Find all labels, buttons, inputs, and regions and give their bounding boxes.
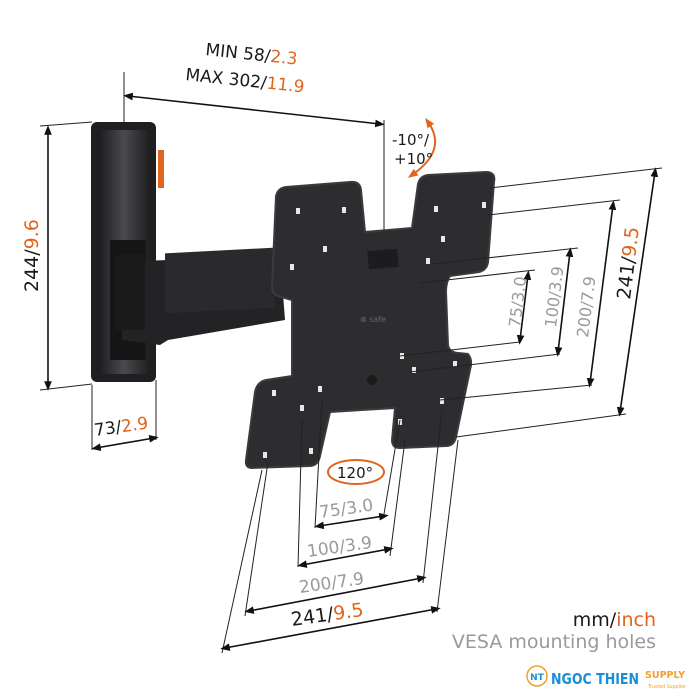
depth-max-inch: 11.9	[266, 74, 306, 98]
vesa-horizontal-dimensions: 75/3.0 100/3.9 200/7.9 241/9.5	[220, 399, 459, 654]
vesa-v-241-mm: 241/	[613, 255, 640, 301]
wall-width-dimension: 73/2.9	[91, 380, 159, 451]
watermark-name: NGOC THIEN	[551, 670, 639, 688]
vesa-h-100-inch: 3.9	[344, 533, 374, 557]
vesa-v-200: 200/7.9	[573, 275, 599, 338]
svg-text:244/9.6: 244/9.6	[21, 219, 43, 292]
vesa-plate: ⊗ safe	[244, 170, 496, 470]
vesa-h-200-inch: 7.9	[336, 569, 366, 593]
legend-mm: mm/	[573, 609, 617, 631]
svg-text:MIN 58/2.3: MIN 58/2.3	[204, 40, 298, 70]
svg-text:MAX 302/11.9: MAX 302/11.9	[184, 65, 305, 97]
vesa-h-75-inch: 3.0	[345, 496, 375, 520]
vesa-v-100: 100/3.9	[541, 265, 567, 328]
legend-caption: VESA mounting holes	[452, 631, 656, 653]
svg-text:241/9.5: 241/9.5	[613, 226, 644, 301]
legend-inch: inch	[616, 609, 656, 631]
wall-width-mm: 73/	[93, 417, 123, 441]
wall-height-mm: 244/	[21, 249, 43, 292]
units-legend: mm/inch VESA mounting holes	[452, 609, 656, 653]
depth-max-label: MAX 302/	[184, 65, 267, 93]
vesa-h-241-inch: 9.5	[332, 599, 365, 625]
svg-text:mm/inch: mm/inch	[573, 609, 656, 631]
watermark-tagline: Trusted Supplier	[647, 684, 687, 690]
watermark-badge: NT	[530, 673, 545, 683]
swivel-arrow-icon	[327, 459, 385, 485]
watermark-supply: SUPPLY	[645, 670, 686, 681]
orange-tab	[158, 150, 164, 188]
brand-mark: ⊗ safe	[360, 315, 386, 324]
tilt-arrow-icon	[407, 117, 437, 178]
vesa-vertical-dimensions: 75/3.0 100/3.9 200/7.9 241/9.5	[399, 167, 663, 438]
vesa-h-241-mm: 241/	[290, 603, 336, 631]
svg-text:241/9.5: 241/9.5	[290, 599, 365, 631]
svg-text:200/7.9: 200/7.9	[298, 569, 365, 598]
vesa-h-75-mm: 75/	[318, 499, 348, 523]
depth-min-label: MIN 58/	[204, 40, 271, 67]
wall-width-inch: 2.9	[120, 414, 150, 438]
vesa-v-75: 75/3.0	[505, 275, 530, 328]
vesa-h-200-mm: 200/	[298, 573, 339, 598]
swivel-indicator: 120°	[327, 459, 385, 485]
svg-text:75/3.0: 75/3.0	[318, 496, 375, 523]
tilt-line1: -10°/	[392, 131, 430, 149]
swing-arm	[115, 247, 285, 345]
wall-height-inch: 9.6	[21, 219, 43, 249]
tilt-indicator: -10°/ +10°	[392, 117, 437, 178]
wall-height-dimension: 244/9.6	[21, 121, 93, 391]
svg-text:73/2.9: 73/2.9	[93, 414, 150, 441]
depth-min-inch: 2.3	[269, 47, 298, 70]
tilt-line2: +10°	[394, 150, 433, 168]
vesa-v-241-inch: 9.5	[618, 226, 644, 259]
watermark-logo: NT NGOC THIEN SUPPLY Trusted Supplier	[526, 665, 687, 690]
swivel-label: 120°	[337, 464, 373, 482]
